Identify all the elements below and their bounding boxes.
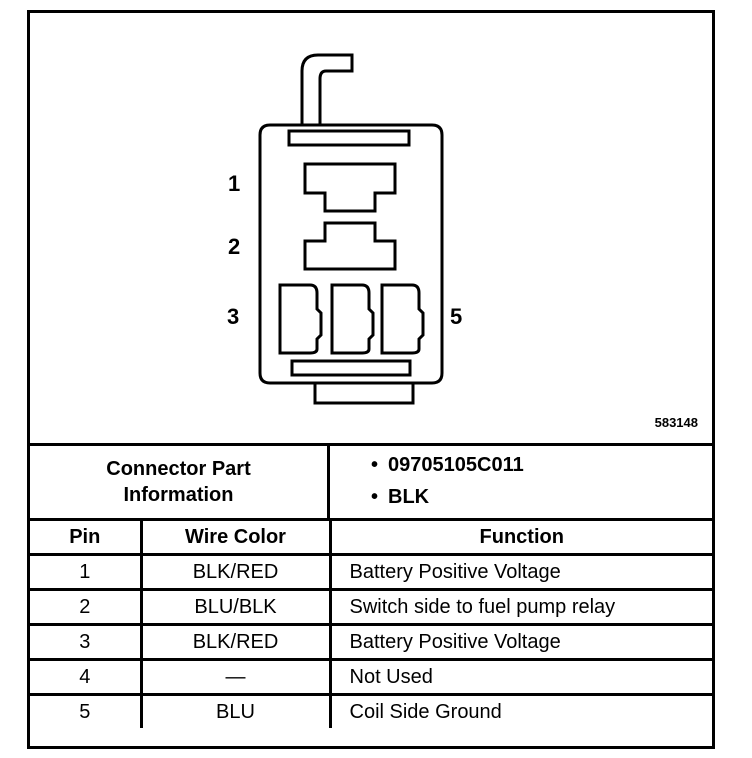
bullet-icon: •	[371, 486, 379, 508]
part-number-item: • 09705105C011	[371, 454, 524, 477]
connector-face-drawing	[258, 53, 444, 405]
connector-body	[258, 123, 444, 385]
function-cell: Coil Side Ground	[328, 693, 712, 728]
pin-label-2: 2	[228, 234, 241, 259]
wire-color-cell: BLK/RED	[139, 623, 332, 661]
pin-label-3: 3	[227, 304, 240, 329]
function-cell: Battery Positive Voltage	[328, 623, 712, 661]
wire-color-cell: BLU/BLK	[139, 588, 332, 626]
connector-part-info: Connector Part Information • 09705105C011…	[30, 446, 712, 521]
pin-cell: 5	[30, 693, 143, 728]
header-pin: Pin	[30, 521, 143, 556]
function-cell: Switch side to fuel pump relay	[328, 588, 712, 626]
info-label-line-2: Information	[123, 484, 234, 506]
connector-diagram: 1 2 3 5 583148	[30, 13, 712, 446]
connector-part-info-label: Connector Part Information	[30, 446, 330, 518]
wire-color-cell: BLK/RED	[139, 553, 332, 591]
pin-label-5: 5	[450, 304, 463, 329]
table-header-row: Pin Wire Color Function	[30, 521, 712, 556]
wire-color-cell: BLU	[139, 693, 332, 728]
pin-cell: 2	[30, 588, 143, 626]
pin-4-cavity	[330, 283, 375, 355]
info-label-line-1: Connector Part	[106, 458, 251, 480]
connector-part-info-values: • 09705105C011 • BLK	[333, 446, 712, 518]
table-row: 4 — Not Used	[30, 658, 712, 696]
connector-color-item: • BLK	[371, 486, 429, 509]
table-row: 2 BLU/BLK Switch side to fuel pump relay	[30, 588, 712, 626]
wire-color-cell: —	[139, 658, 332, 696]
pin-5-cavity	[380, 283, 425, 355]
pin-2-cavity	[303, 221, 397, 271]
function-cell: Battery Positive Voltage	[328, 553, 712, 591]
part-number: 09705105C011	[388, 454, 524, 476]
pin-cell: 3	[30, 623, 143, 661]
function-cell: Not Used	[328, 658, 712, 696]
pin-table: Pin Wire Color Function 1 BLK/RED Batter…	[30, 521, 712, 728]
pin-3-cavity	[278, 283, 323, 355]
bullet-icon: •	[371, 454, 379, 476]
connector-color: BLK	[388, 486, 430, 508]
pin-cell: 4	[30, 658, 143, 696]
figure-id: 583148	[654, 415, 698, 430]
connector-lock-tab	[300, 53, 354, 125]
pin-label-1: 1	[228, 171, 241, 196]
diagram-frame: 1 2 3 5 583148 Connector Part Informatio…	[27, 10, 715, 749]
header-wire-color: Wire Color	[139, 521, 332, 556]
pin-cell: 1	[30, 553, 143, 591]
connector-top-rail	[287, 129, 411, 147]
table-row: 3 BLK/RED Battery Positive Voltage	[30, 623, 712, 661]
connector-bottom-rail	[290, 359, 412, 377]
pin-1-cavity	[303, 162, 397, 213]
table-row: 5 BLU Coil Side Ground	[30, 693, 712, 728]
table-row: 1 BLK/RED Battery Positive Voltage	[30, 553, 712, 591]
header-function: Function	[328, 521, 712, 556]
connector-bottom-key	[313, 381, 415, 405]
